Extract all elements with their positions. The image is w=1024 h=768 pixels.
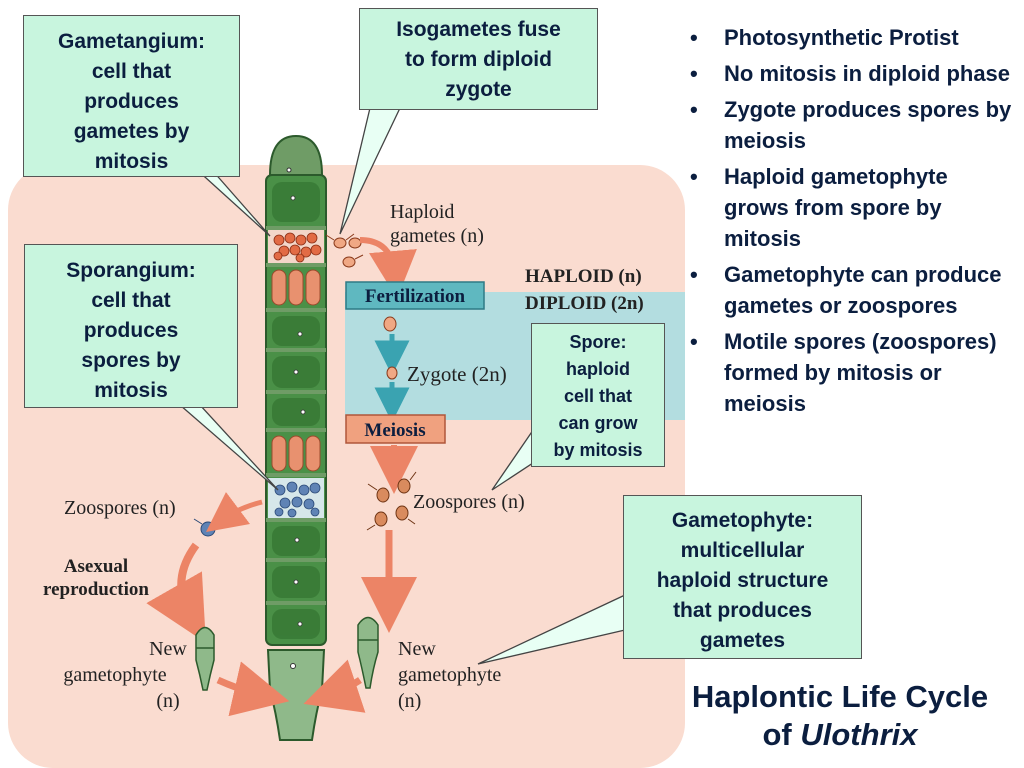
gametophyte-line-1: Gametophyte: [671, 509, 814, 532]
asexual-arrow [146, 542, 206, 643]
sporangium-line-5: mitosis [94, 379, 168, 402]
new-gametophyte-left [195, 626, 215, 691]
left-zoospore [200, 521, 216, 537]
gametangium-line-4: gametes by [73, 120, 190, 143]
new-gametophyte-right-label-3: (n) [398, 690, 421, 712]
diploid-phase-label: DIPLOID (2n) [525, 293, 644, 314]
sporangium-line-2: cell that [91, 289, 171, 312]
title-prefix: of [762, 717, 801, 752]
meiosis-label: Meiosis [364, 420, 425, 441]
fact-item: Photosynthetic Protist [686, 22, 1016, 53]
gametes-to-fertilization-arrow [359, 237, 417, 299]
sporangium-to-zoospore-arrow [205, 492, 263, 532]
callout-pointers [178, 107, 626, 665]
spore-line-1: Spore: [569, 332, 627, 352]
gametophyte-line-2: multicellular [680, 539, 805, 562]
fertilization-box [345, 281, 485, 310]
gametangium-line-3: produces [84, 90, 179, 113]
new-gametophyte-left-label-2: gametophyte [63, 664, 166, 686]
left-gametophyte-arrow [216, 661, 290, 717]
spore-line-3: cell that [563, 386, 633, 406]
spore-line-5: by mitosis [553, 440, 643, 460]
fusing-gametes [383, 316, 397, 332]
ulothrix-filament [265, 134, 327, 741]
fact-item: No mitosis in diploid phase [686, 58, 1016, 89]
gametangium-line-5: mitosis [94, 150, 169, 173]
spore-line-2: haploid [566, 359, 630, 379]
sporangium-callout: Sporangium: cell that produces spores by… [24, 244, 238, 408]
sporangium-line-1: Sporangium: [66, 259, 196, 282]
fact-item: Haploid gametophyte grows from spore by … [686, 161, 1016, 254]
zygote-label: Zygote (2n) [407, 362, 507, 386]
zoospores-after-meiosis [366, 471, 417, 531]
sporangium-line-3: produces [83, 319, 179, 342]
isogametes-line-2: to form diploid [405, 48, 552, 71]
fact-item: Motile spores (zoospores) formed by mito… [686, 326, 1016, 419]
slide-title: Haplontic Life Cycle of Ulothrix [660, 678, 1020, 754]
right-gametophyte-arrow [303, 659, 366, 713]
new-gametophyte-right-label-2: gametophyte [398, 664, 501, 686]
spore-line-4: can grow [558, 413, 638, 433]
gametophyte-line-4: that produces [673, 599, 812, 622]
fact-item: Gametophyte can produce gametes or zoosp… [686, 259, 1016, 321]
gametophyte-callout: Gametophyte: multicellular haploid struc… [623, 495, 862, 659]
haploid-gametes [325, 233, 364, 268]
spore-callout: Spore: haploid cell that can grow by mit… [531, 323, 665, 467]
isogametes-line-3: zygote [445, 78, 512, 101]
gametangium-callout: Gametangium: cell that produces gametes … [23, 15, 240, 177]
gametophyte-line-5: gametes [699, 629, 786, 652]
title-italic: Ulothrix [800, 717, 918, 752]
title-line-1: Haplontic Life Cycle [691, 679, 989, 714]
gametophyte-line-3: haploid structure [656, 569, 829, 592]
isogametes-line-1: Isogametes fuse [396, 18, 561, 41]
gametangium-line-2: cell that [91, 60, 172, 83]
haploid-gametes-label-1: Haploid [390, 201, 454, 223]
haploid-gametes-label-2: gametes (n) [390, 225, 484, 247]
haploid-phase-label: HAPLOID (n) [525, 266, 642, 287]
new-gametophyte-left-label-1: New [149, 638, 187, 660]
zygote-cell [386, 366, 398, 380]
zoospores-left-label: Zoospores (n) [64, 497, 176, 519]
isogametes-callout: Isogametes fuse to form diploid zygote [359, 8, 598, 110]
gametangium-line-1: Gametangium: [57, 30, 206, 53]
asexual-label-2: reproduction [43, 579, 149, 600]
fact-item: Zygote produces spores by meiosis [686, 94, 1016, 156]
title-line-2: of Ulothrix [660, 716, 1020, 754]
new-gametophyte-left-label-3: (n) [156, 690, 179, 712]
facts-list: Photosynthetic Protist No mitosis in dip… [686, 22, 1016, 424]
sporangium-line-4: spores by [81, 349, 181, 372]
new-gametophyte-right-label-1: New [398, 638, 436, 660]
diagram-labels: Haploid gametes (n) HAPLOID (n) DIPLOID … [43, 201, 644, 712]
asexual-label-1: Asexual [64, 556, 128, 577]
meiosis-box [345, 414, 446, 444]
zoospores-right-label: Zoospores (n) [413, 491, 525, 513]
fertilization-label: Fertilization [365, 286, 466, 307]
